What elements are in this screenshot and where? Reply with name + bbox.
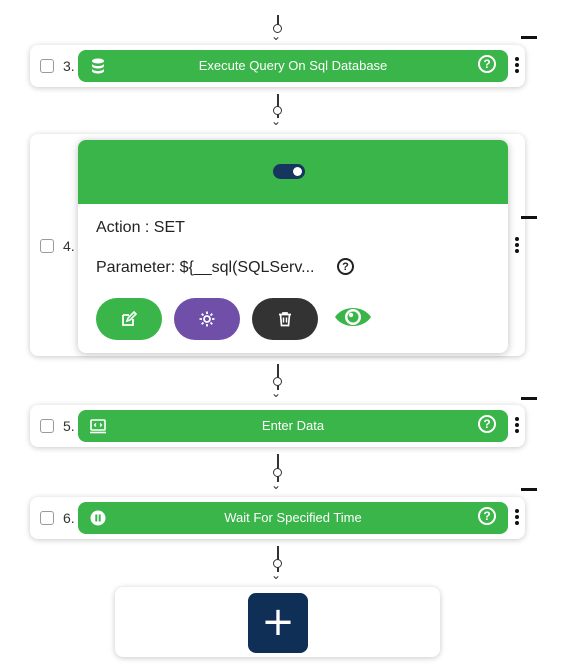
trash-icon [279, 312, 291, 327]
step-3-help-icon[interactable]: ? [478, 55, 496, 73]
step-6-collapse-icon[interactable] [521, 488, 537, 491]
connector-top: ⌄ [270, 15, 286, 43]
step-5-checkbox[interactable] [40, 419, 54, 433]
edit-icon [122, 310, 138, 326]
monitor-code-icon [90, 419, 106, 434]
step-4-enable-toggle[interactable] [273, 164, 305, 179]
connector-5-6: ⌄ [270, 454, 286, 492]
step-4-parameter-help-icon[interactable]: ? [337, 258, 354, 275]
edit-button[interactable] [96, 298, 162, 340]
step-3-checkbox[interactable] [40, 59, 54, 73]
step-6: 6. Wait For Specified Time ? [30, 497, 525, 539]
step-3: 3. Execute Query On Sql Database ? [30, 45, 525, 87]
step-6-bar[interactable]: Wait For Specified Time ? [78, 502, 508, 534]
step-3-title: Execute Query On Sql Database [198, 58, 388, 73]
step-6-help-icon[interactable]: ? [478, 507, 496, 525]
connector-3-4: ⌄ [270, 94, 286, 128]
step-4-parameter: Parameter: ${__sql(SQLServ... [96, 259, 315, 276]
step-6-title: Wait For Specified Time [224, 510, 362, 525]
connector-6-add: ⌄ [270, 546, 286, 582]
step-3-collapse-icon[interactable] [521, 36, 537, 39]
add-step-container: + [115, 587, 440, 657]
eye-icon[interactable] [333, 303, 373, 331]
database-icon [92, 58, 104, 74]
step-3-number: 3. [63, 58, 75, 74]
step-5-number: 5. [63, 418, 75, 434]
step-5-title: Enter Data [261, 418, 325, 433]
step-4-detail-card: Action : SET Parameter: ${__sql(SQLServ.… [78, 140, 508, 353]
pause-icon [90, 510, 106, 526]
connector-4-5: ⌄ [270, 364, 286, 400]
step-5-bar[interactable]: Enter Data ? [78, 410, 508, 442]
settings-button[interactable] [174, 298, 240, 340]
delete-button[interactable] [252, 298, 318, 340]
step-6-number: 6. [63, 510, 75, 526]
step-4-action: Action : SET [96, 219, 185, 236]
step-3-bar[interactable]: Execute Query On Sql Database ? [78, 50, 508, 82]
step-6-kebab-icon[interactable] [515, 509, 519, 527]
step-5-collapse-icon[interactable] [521, 397, 537, 400]
step-3-kebab-icon[interactable] [515, 57, 519, 75]
step-6-checkbox[interactable] [40, 511, 54, 525]
step-5-help-icon[interactable]: ? [478, 415, 496, 433]
gear-icon [199, 311, 215, 327]
step-4-collapse-icon[interactable] [521, 216, 537, 219]
step-5-kebab-icon[interactable] [515, 417, 519, 435]
step-4-checkbox[interactable] [40, 239, 54, 253]
add-step-button[interactable]: + [248, 593, 308, 653]
step-4-card-header [78, 140, 508, 204]
step-4-kebab-icon[interactable] [515, 237, 519, 255]
step-4-number: 4. [63, 238, 75, 254]
step-5: 5. Enter Data ? [30, 405, 525, 447]
